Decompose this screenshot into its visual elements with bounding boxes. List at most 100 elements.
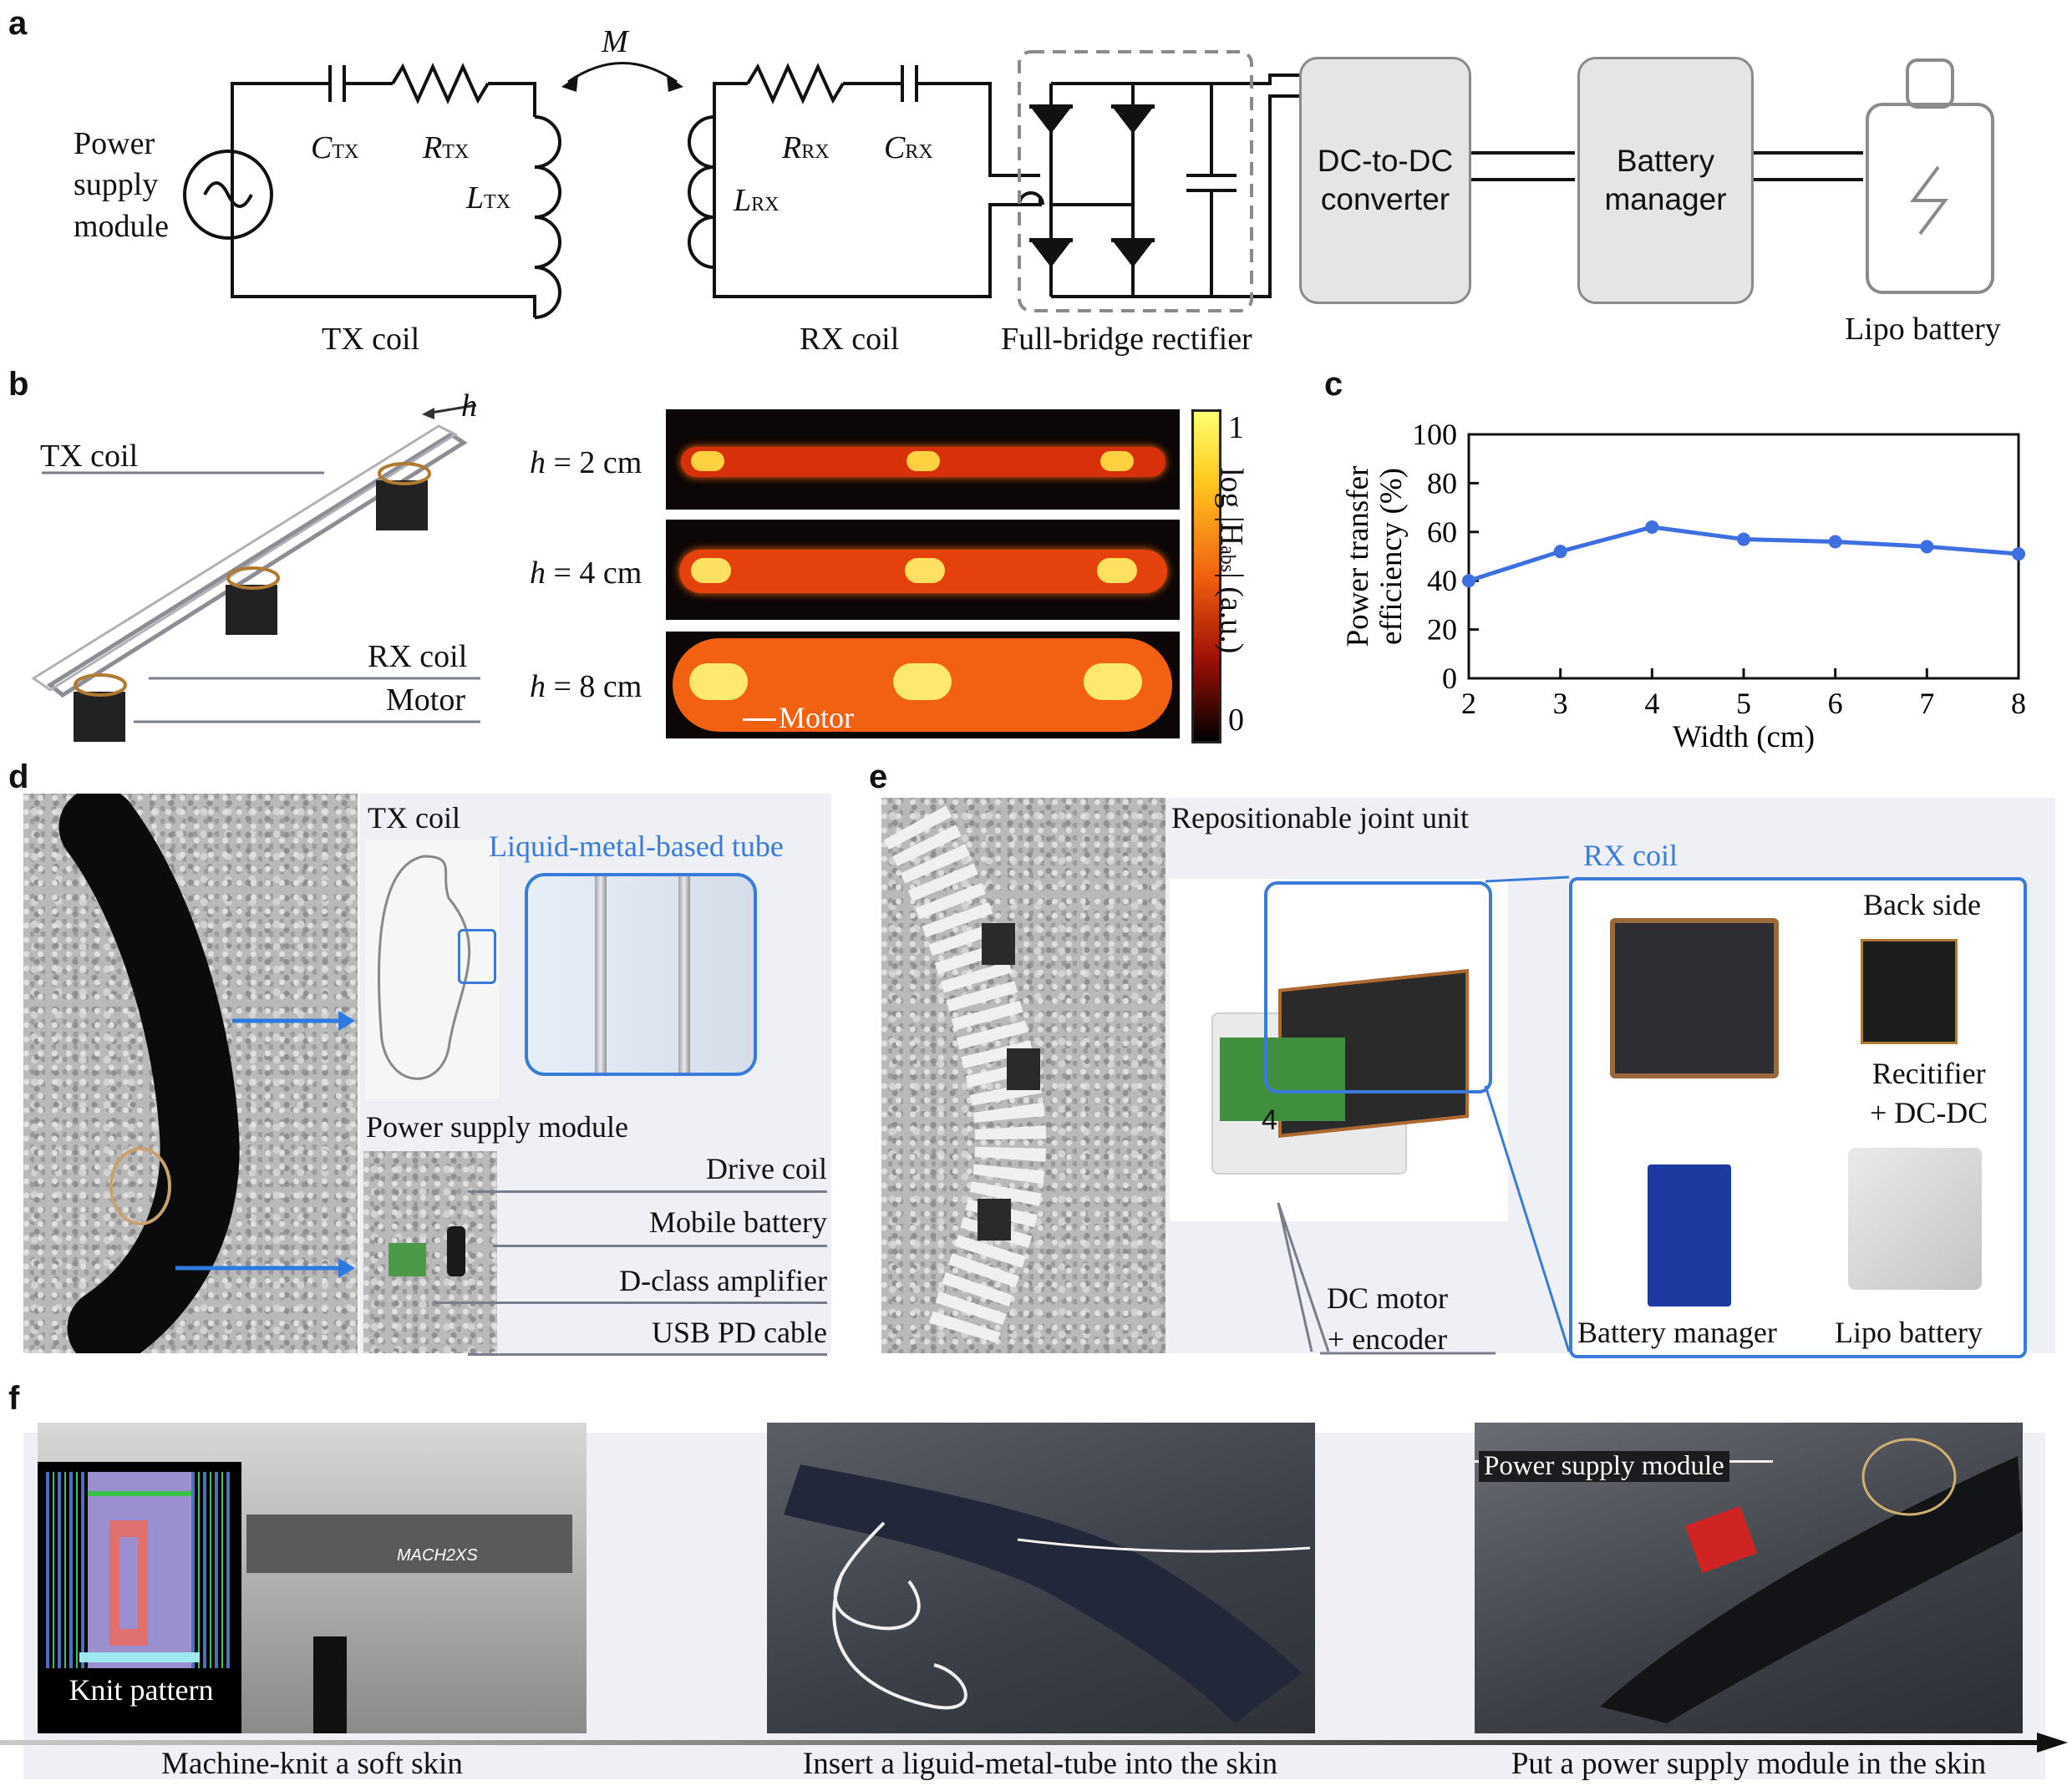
- heatmap-row-1-label: h = 2 cm: [530, 445, 642, 480]
- efficiency-point: [1462, 574, 1475, 588]
- efficiency-point: [2012, 547, 2025, 561]
- b-rx-coil-label: RX coil: [368, 639, 468, 674]
- y-tick-label: 0: [1442, 662, 1457, 695]
- x-tick-label: 5: [1736, 687, 1751, 720]
- snake-robot-photo-d: [23, 794, 358, 1353]
- panel-label-b: b: [8, 366, 29, 403]
- c-rx-label: CRX: [884, 130, 933, 165]
- callout-line-4: [468, 1353, 827, 1356]
- mach-logo: MACH2XS: [397, 1546, 478, 1565]
- back-side-label: Back side: [1863, 888, 1981, 921]
- rx-coil-label: RX coil: [1583, 839, 1678, 872]
- y-tick-label: 80: [1427, 466, 1457, 500]
- y-tick-label: 40: [1427, 564, 1457, 597]
- b-tx-coil-label: TX coil: [40, 439, 139, 474]
- battery-manager-label: Battery manager: [1577, 1316, 1777, 1349]
- efficiency-point: [1645, 520, 1659, 534]
- insert-tube-photo: [767, 1423, 1315, 1733]
- y-axis-label-line: Power transfer: [1341, 466, 1375, 647]
- callout-drive-coil: Drive coil: [706, 1152, 827, 1185]
- panel-label-e: e: [869, 759, 888, 795]
- mutual-inductance-label: M: [602, 24, 628, 59]
- l-rx-label: LRX: [734, 183, 780, 218]
- heatmap-row-2-label: h = 4 cm: [530, 556, 642, 591]
- panel-label-c: c: [1324, 366, 1343, 403]
- snake-robot-photo-e: [881, 798, 1166, 1353]
- dc-motor-label: DC motor+ encoder: [1327, 1281, 1449, 1356]
- y-axis-label-line: efficiency (%): [1374, 468, 1409, 645]
- callout-mobile-battery: Mobile battery: [649, 1205, 827, 1239]
- knit-pattern-label: Knit pattern: [69, 1673, 214, 1707]
- r-rx-label: RRX: [782, 130, 830, 165]
- lipo-caption: Lipo battery: [1845, 312, 2001, 347]
- step-2-caption: Insert a liguid-metal-tube into the skin: [802, 1747, 1278, 1781]
- x-tick-label: 6: [1828, 687, 1843, 720]
- y-axis-label: Power transferefficiency (%): [1341, 466, 1409, 647]
- f-power-module-label: Power supply module: [1479, 1451, 1729, 1482]
- y-tick-label: 100: [1412, 418, 1457, 451]
- tx-coil-photo: [365, 840, 499, 1098]
- lipo-battery-label: Lipo battery: [1835, 1316, 1983, 1349]
- rx-coil-highlight: [1264, 881, 1492, 1093]
- colorbar-max: 1: [1228, 410, 1244, 445]
- knit-pattern-inset: [38, 1462, 241, 1733]
- heatmap-h4: [666, 520, 1180, 620]
- b-h-label: h: [461, 388, 477, 424]
- panel-label-f: f: [8, 1380, 20, 1417]
- rx-coil-caption: RX coil: [800, 322, 900, 357]
- callout-amplifier: D-class amplifier: [619, 1264, 827, 1297]
- x-tick-label: 3: [1553, 687, 1568, 720]
- power-supply-module-label: Power supply module: [366, 1110, 628, 1144]
- heatmap-h2: [666, 409, 1180, 510]
- panel-label-a: a: [8, 5, 28, 42]
- coil-3d-diagram: [31, 403, 480, 742]
- zoom-marker: [458, 929, 496, 984]
- circuit-diagram: [183, 50, 1994, 319]
- callout-line-1: [468, 1190, 827, 1193]
- joint-unit-photo: 4: [1170, 879, 1508, 1221]
- callout-line-3: [434, 1301, 827, 1304]
- efficiency-point: [1920, 540, 1934, 554]
- heatmap-motor-label: Motor: [779, 701, 854, 734]
- unit-number: 4: [1262, 1104, 1277, 1136]
- step-3-caption: Put a power supply module in the skin: [1511, 1747, 1987, 1781]
- efficiency-point: [1828, 535, 1842, 549]
- r-tx-label: RTX: [423, 130, 470, 165]
- timeline-arrow: [0, 1733, 2068, 1753]
- colorbar: [1191, 409, 1221, 743]
- heatmap-h8: [666, 632, 1180, 738]
- y-tick-label: 20: [1427, 613, 1457, 647]
- x-tick-label: 7: [1919, 687, 1934, 720]
- panel-label-d: d: [8, 759, 29, 795]
- x-tick-label: 2: [1461, 687, 1476, 720]
- rectifier-dcdc-label: Recitifier+ DC-DC: [1870, 1057, 1988, 1129]
- callout-usb-pd: USB PD cable: [652, 1316, 827, 1349]
- y-tick-label: 60: [1427, 515, 1457, 549]
- b-motor-label: Motor: [386, 682, 465, 718]
- power-supply-photo: [363, 1151, 497, 1353]
- rectifier-caption: Full-bridge rectifier: [1001, 322, 1252, 357]
- x-axis-label: Width (cm): [1673, 720, 1815, 754]
- heatmap-row-3-label: h = 8 cm: [530, 669, 642, 704]
- liquid-metal-tube-zoom: [525, 873, 757, 1076]
- efficiency-point: [1737, 532, 1750, 546]
- x-tick-label: 8: [2011, 687, 2026, 720]
- liquid-metal-tube-label: Liquid-metal-based tube: [489, 830, 784, 863]
- step-1-caption: Machine-knit a soft skin: [161, 1747, 463, 1781]
- tx-coil-caption: TX coil: [322, 322, 420, 357]
- lightning-icon: [1910, 165, 1948, 236]
- l-tx-label: LTX: [466, 180, 511, 216]
- joint-unit-label: Repositionable joint unit: [1171, 801, 1469, 835]
- callout-line-2: [493, 1245, 827, 1247]
- c-tx-label: CTX: [311, 130, 359, 165]
- x-tick-label: 4: [1644, 687, 1659, 720]
- colorbar-min: 0: [1228, 703, 1244, 738]
- rx-detail-box: [1569, 877, 2027, 1358]
- efficiency-point: [1553, 545, 1567, 559]
- d-tx-coil-label: TX coil: [368, 801, 460, 835]
